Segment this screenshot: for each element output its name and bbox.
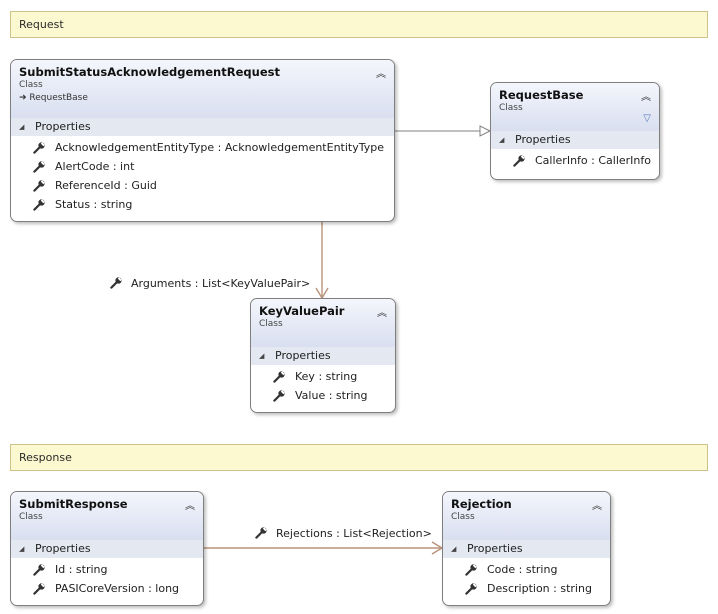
triangle-expanded-icon[interactable]: ◢	[499, 136, 505, 144]
chevron-double-up-icon[interactable]: ︽	[592, 501, 602, 512]
property-label: AlertCode : int	[55, 160, 135, 173]
properties-section-header[interactable]: ◢ Properties	[11, 118, 394, 136]
properties-section-header[interactable]: ◢ Properties	[491, 131, 659, 149]
property-item[interactable]: Value : string	[251, 386, 395, 405]
wrench-icon	[33, 160, 46, 173]
wrench-icon	[513, 154, 526, 167]
submit-response-class[interactable]: SubmitResponse Class ︽ ◢ Properties Id :…	[10, 491, 204, 606]
class-kind: Class	[451, 512, 475, 522]
request-group-title: Request	[19, 18, 64, 31]
class-kind: Class	[259, 319, 283, 329]
property-label: Status : string	[55, 198, 133, 211]
triangle-expanded-icon[interactable]: ◢	[19, 545, 25, 553]
class-header: Rejection Class ︽	[443, 492, 610, 540]
property-label: Value : string	[295, 389, 368, 402]
class-header: SubmitResponse Class ︽	[11, 492, 203, 540]
properties-section-header[interactable]: ◢ Properties	[251, 347, 395, 365]
wrench-icon	[33, 179, 46, 192]
property-item[interactable]: ReferenceId : Guid	[11, 176, 394, 195]
wrench-icon	[33, 563, 46, 576]
arrow-right-icon: ➜	[19, 93, 27, 103]
class-name: Rejection	[451, 497, 512, 511]
property-item[interactable]: AlertCode : int	[11, 157, 394, 176]
properties-section-header[interactable]: ◢ Properties	[443, 540, 610, 558]
chevron-double-up-icon[interactable]: ︽	[641, 92, 651, 103]
wrench-icon	[465, 563, 478, 576]
property-item[interactable]: Id : string	[11, 560, 203, 579]
chevron-double-up-icon[interactable]: ︽	[185, 501, 195, 512]
property-label: AcknowledgementEntityType : Acknowledgem…	[55, 141, 385, 154]
class-name: SubmitStatusAcknowledgementRequest	[19, 65, 280, 79]
property-item[interactable]: PASICoreVersion : long	[11, 579, 203, 598]
property-item[interactable]: Status : string	[11, 195, 394, 214]
wrench-icon	[33, 198, 46, 211]
wrench-icon	[465, 582, 478, 595]
property-item[interactable]: CallerInfo : CallerInfo	[491, 151, 659, 170]
property-label: CallerInfo : CallerInfo	[535, 154, 651, 167]
class-kind: Class	[499, 103, 523, 113]
submit-status-acknowledgement-request-class[interactable]: SubmitStatusAcknowledgementRequest Class…	[10, 59, 395, 222]
wrench-icon	[273, 370, 286, 383]
class-header: RequestBase Class ︽ ▽	[491, 83, 659, 131]
base-class-name: RequestBase	[29, 93, 88, 103]
property-label: Code : string	[487, 563, 558, 576]
wrench-icon	[273, 389, 286, 402]
arguments-association-label[interactable]: Arguments : List<KeyValuePair>	[110, 276, 310, 291]
property-item[interactable]: Description : string	[443, 579, 610, 598]
section-label: Properties	[515, 133, 571, 146]
base-class: ➜ RequestBase	[19, 93, 386, 103]
class-kind: Class	[19, 512, 43, 522]
response-group-header[interactable]: Response	[10, 444, 708, 471]
inheritance-arrowhead	[479, 125, 492, 137]
property-item[interactable]: Key : string	[251, 367, 395, 386]
class-header: KeyValuePair Class ︽	[251, 299, 395, 347]
filter-icon[interactable]: ▽	[643, 113, 651, 124]
triangle-expanded-icon[interactable]: ◢	[19, 123, 25, 131]
triangle-expanded-icon[interactable]: ◢	[451, 545, 457, 553]
section-label: Properties	[275, 349, 331, 362]
rejections-association-label[interactable]: Rejections : List<Rejection>	[255, 526, 432, 541]
key-value-pair-class[interactable]: KeyValuePair Class ︽ ◢ Properties Key : …	[250, 298, 396, 413]
class-header: SubmitStatusAcknowledgementRequest Class…	[11, 60, 394, 118]
chevron-double-up-icon[interactable]: ︽	[376, 69, 386, 80]
section-label: Properties	[35, 120, 91, 133]
property-label: Description : string	[487, 582, 592, 595]
class-name: RequestBase	[499, 88, 584, 102]
class-name: SubmitResponse	[19, 497, 128, 511]
triangle-expanded-icon[interactable]: ◢	[259, 352, 265, 360]
association-text: Rejections : List<Rejection>	[276, 527, 432, 540]
property-label: Key : string	[295, 370, 358, 383]
section-label: Properties	[467, 542, 523, 555]
request-group-header[interactable]: Request	[10, 11, 708, 38]
chevron-double-up-icon[interactable]: ︽	[377, 308, 387, 319]
wrench-icon	[33, 141, 46, 154]
property-item[interactable]: Code : string	[443, 560, 610, 579]
wrench-icon	[33, 582, 46, 595]
property-item[interactable]: AcknowledgementEntityType : Acknowledgem…	[11, 138, 394, 157]
wrench-icon	[110, 276, 123, 289]
request-base-class[interactable]: RequestBase Class ︽ ▽ ◢ Properties Calle…	[490, 82, 660, 180]
properties-section-header[interactable]: ◢ Properties	[11, 540, 203, 558]
association-text: Arguments : List<KeyValuePair>	[131, 277, 311, 290]
response-group-title: Response	[19, 451, 72, 464]
property-label: Id : string	[55, 563, 108, 576]
wrench-icon	[255, 526, 268, 539]
property-label: ReferenceId : Guid	[55, 179, 157, 192]
class-kind: Class	[19, 80, 43, 90]
class-name: KeyValuePair	[259, 304, 345, 318]
section-label: Properties	[35, 542, 91, 555]
property-label: PASICoreVersion : long	[55, 582, 180, 595]
rejection-class[interactable]: Rejection Class ︽ ◢ Properties Code : st…	[442, 491, 611, 606]
